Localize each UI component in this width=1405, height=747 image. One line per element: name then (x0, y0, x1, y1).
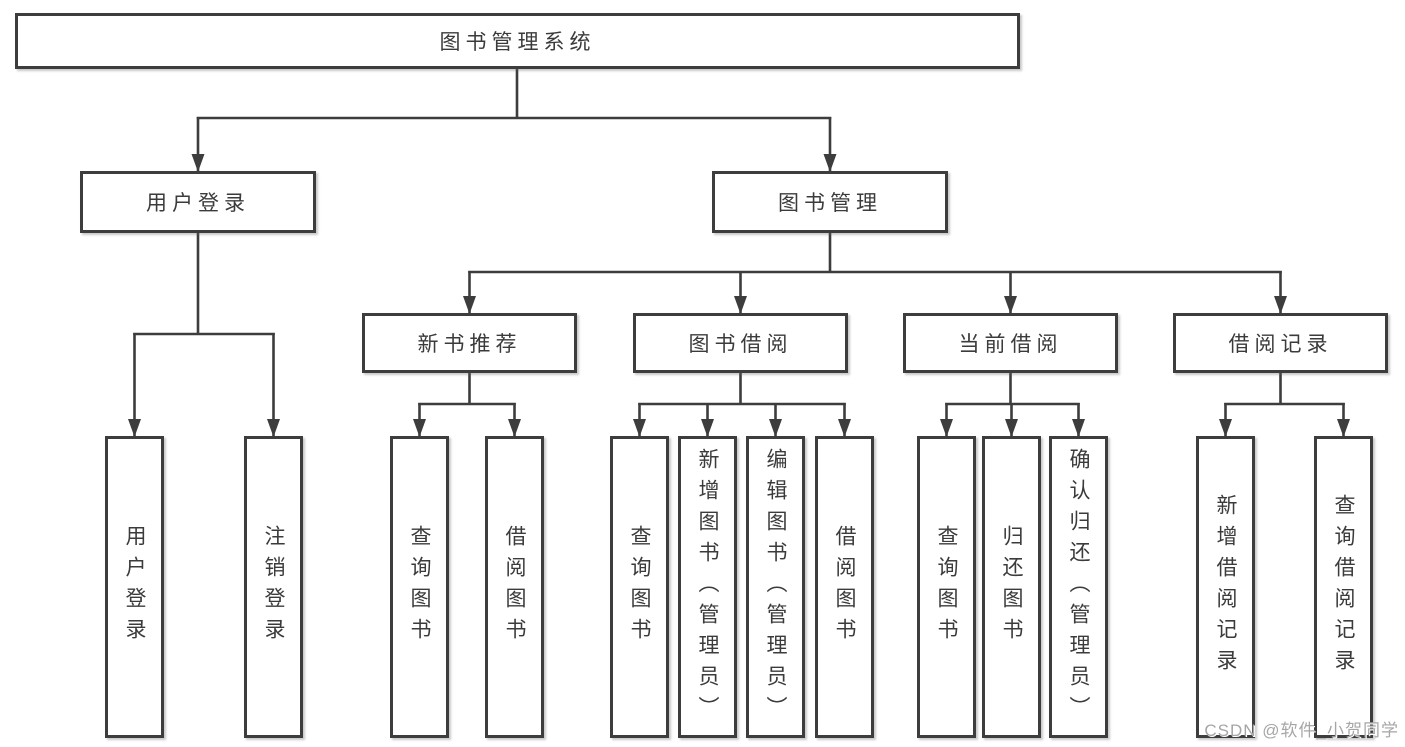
edge-new-books-to-leaves (413, 373, 521, 437)
node-leaf-borrow-books-2: 借阅图书 (815, 436, 874, 738)
node-leaf-query-books-1: 查询图书 (390, 436, 449, 738)
node-borrow-records: 借阅记录 (1173, 313, 1388, 373)
edge-book-mgmt-to-level3 (463, 233, 1287, 314)
node-leaf-edit-books-admin: 编辑图书（管理员） (746, 436, 805, 738)
node-leaf-user-login: 用户登录 (105, 436, 164, 738)
node-book-mgmt: 图书管理 (712, 171, 948, 233)
node-leaf-logout: 注销登录 (244, 436, 303, 738)
node-leaf-query-borrow-record: 查询借阅记录 (1314, 436, 1373, 738)
node-leaf-confirm-return-admin: 确认归还（管理员） (1049, 436, 1108, 738)
node-leaf-query-books-3: 查询图书 (917, 436, 976, 738)
node-current-borrow: 当前借阅 (903, 313, 1118, 373)
node-leaf-return-books: 归还图书 (982, 436, 1041, 738)
node-leaf-add-borrow-record: 新增借阅记录 (1196, 436, 1255, 738)
node-leaf-query-books-2: 查询图书 (610, 436, 669, 738)
edge-user-login-to-leaves (128, 233, 280, 437)
edge-current-borrow-to-leaves (940, 373, 1085, 437)
edge-root-to-level2 (191, 69, 837, 172)
edge-book-borrow-to-leaves (633, 373, 851, 437)
node-book-borrow: 图书借阅 (633, 313, 848, 373)
node-root-system: 图书管理系统 (15, 13, 1020, 69)
edge-borrow-records-to-leaves (1219, 373, 1350, 437)
watermark: CSDN @软件_小贺同学 (1204, 721, 1399, 740)
node-new-books: 新书推荐 (362, 313, 577, 373)
node-leaf-add-books-admin: 新增图书（管理员） (678, 436, 737, 738)
node-user-login: 用户登录 (80, 171, 316, 233)
node-leaf-borrow-books-1: 借阅图书 (485, 436, 544, 738)
